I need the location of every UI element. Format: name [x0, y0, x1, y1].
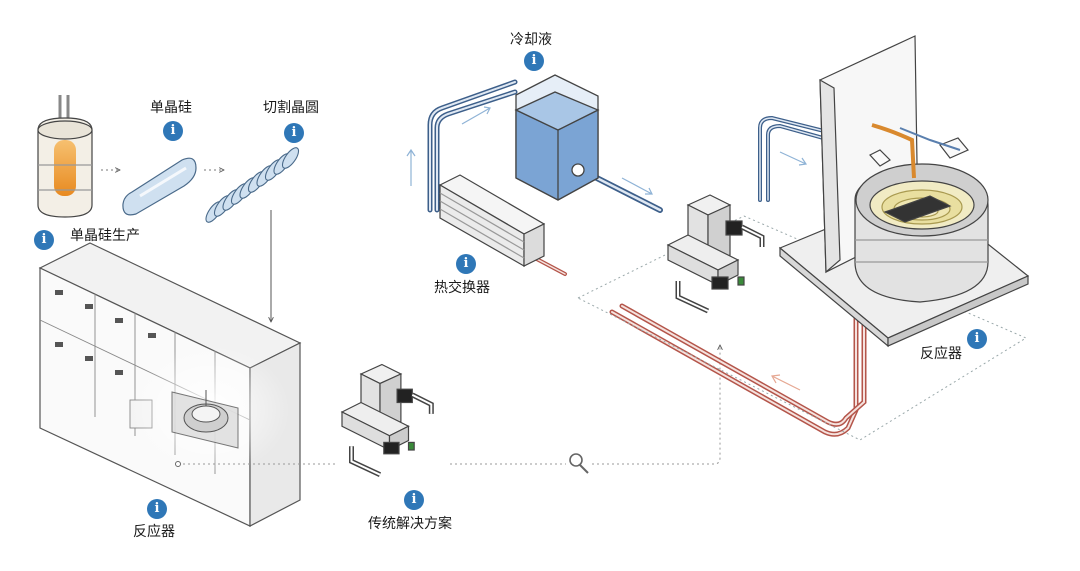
center-valve-assembly [666, 194, 765, 314]
info-icon-coolant[interactable]: i [524, 51, 544, 71]
coolant-tank [514, 74, 600, 201]
info-icon-traditional-solution[interactable]: i [404, 490, 424, 510]
info-icon-mono-production[interactable]: i [34, 230, 54, 250]
crystal-puller-vessel [37, 95, 93, 218]
info-icon-heat-exchanger[interactable]: i [456, 254, 476, 274]
label-heat-exchanger: 热交换器 [434, 280, 490, 296]
magnifier-icon[interactable] [569, 453, 589, 474]
info-icon-wafer-slicing[interactable]: i [284, 123, 304, 143]
info-icon-mono-silicon[interactable]: i [163, 121, 183, 141]
label-coolant: 冷却液 [510, 32, 552, 48]
mono-silicon-ingot [122, 157, 197, 216]
traditional-solution-assembly [340, 363, 434, 477]
return-flow-arrow [771, 374, 801, 391]
label-mono-silicon: 单晶硅 [150, 100, 192, 116]
info-icon-reactor-right[interactable]: i [967, 329, 987, 349]
sliced-wafers [205, 147, 300, 223]
label-traditional-solution: 传统解决方案 [368, 516, 452, 532]
label-wafer-slicing: 切割晶圆 [263, 100, 319, 116]
hot-return-pipes [514, 237, 867, 437]
coolant-flow-arrows [406, 106, 808, 195]
dotted-link-left-end [175, 461, 181, 467]
info-icon-reactor-left[interactable]: i [147, 499, 167, 519]
dotted-link-up [592, 345, 720, 465]
label-reactor-left: 反应器 [133, 524, 175, 540]
label-mono-production: 单晶硅生产 [70, 228, 140, 244]
right-reactor [778, 35, 1030, 348]
label-reactor-right: 反应器 [920, 346, 962, 362]
left-reactor-window [171, 390, 239, 449]
heat-exchanger [438, 174, 546, 268]
